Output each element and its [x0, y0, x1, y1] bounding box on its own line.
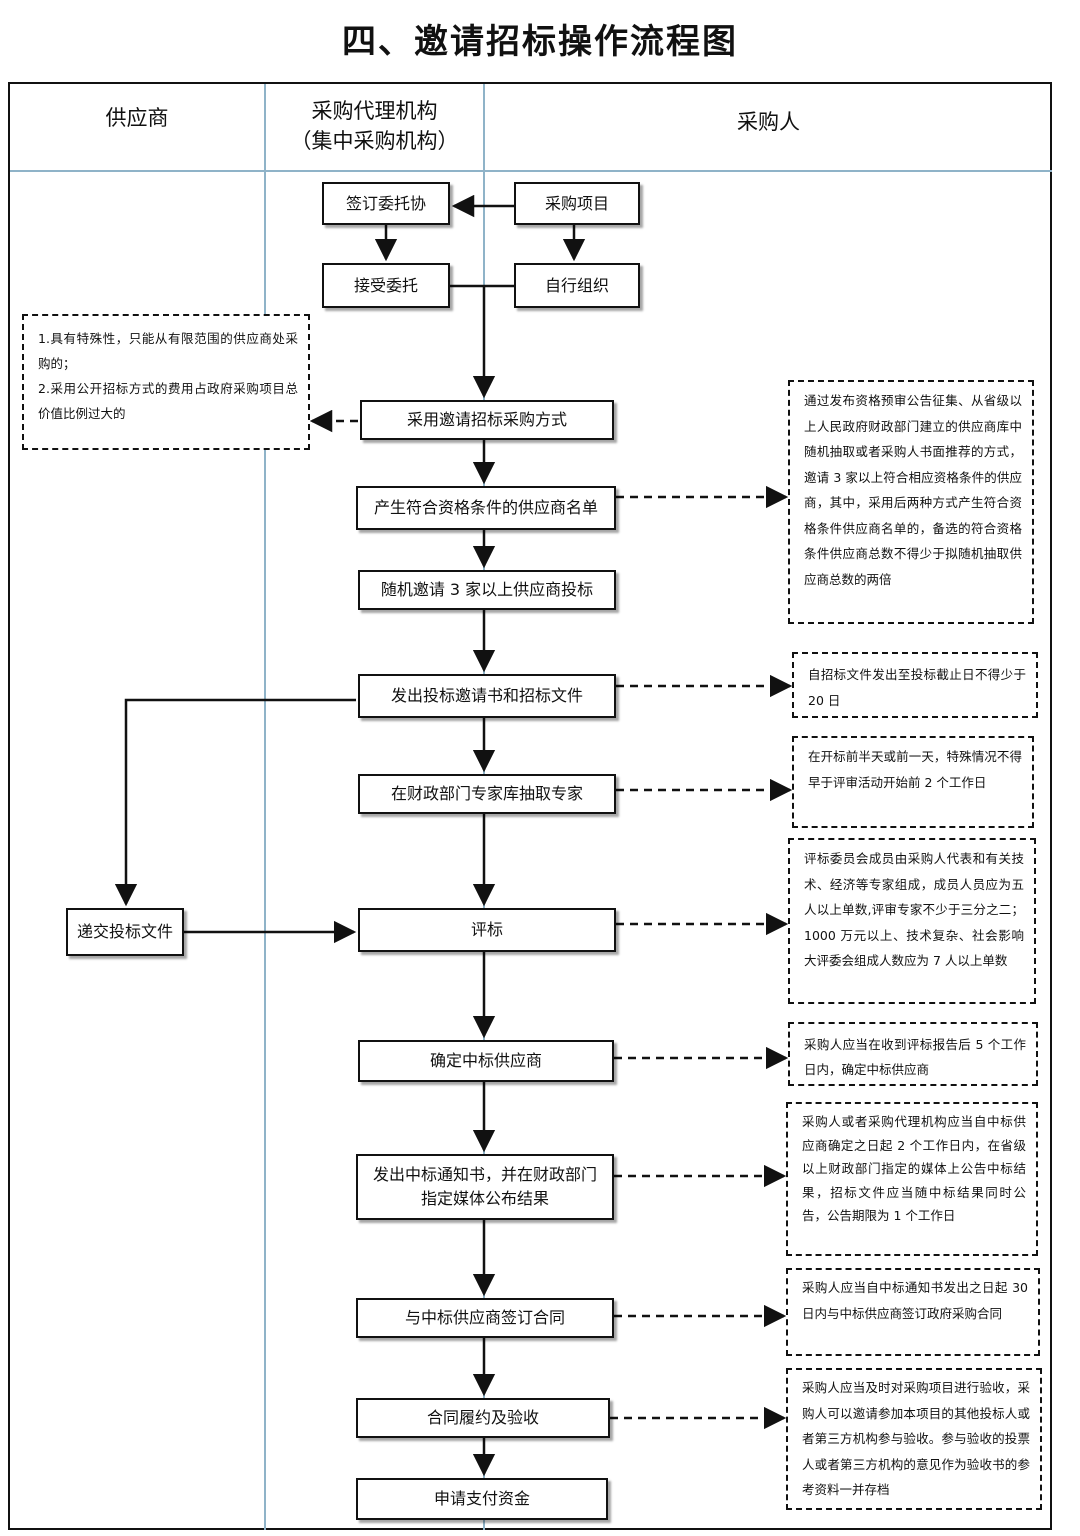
lane-header-agency-line1: 采购代理机构: [311, 99, 438, 123]
note-issue-invitation: 自招标文件发出至投标截止日不得少于 20 日: [792, 652, 1038, 718]
step-issue-notice-line2: 指定媒体公布结果: [420, 1189, 549, 1208]
step-procurement-project: 采购项目: [514, 182, 640, 225]
lane-header-supplier: 供应商: [105, 106, 169, 130]
lane-header-divider: [10, 170, 1052, 172]
step-issue-notice: 发出中标通知书，并在财政部门 指定媒体公布结果: [356, 1154, 614, 1220]
step-sign-contract: 与中标供应商签订合同: [356, 1298, 614, 1338]
step-extract-experts: 在财政部门专家库抽取专家: [358, 774, 616, 814]
note-extract-experts: 在开标前半天或前一天，特殊情况不得早于评审活动开始前 2 个工作日: [792, 736, 1034, 828]
note-issue-notice: 采购人或者采购代理机构应当自中标供应商确定之日起 2 个工作日内，在省级以上财政…: [786, 1102, 1038, 1256]
step-issue-invitation: 发出投标邀请书和招标文件: [358, 674, 616, 718]
arrow-issue-to-submit: [114, 698, 356, 907]
note-qualified-list: 通过发布资格预审公告征集、从省级以上人民政府财政部门建立的供应商库中随机抽取或者…: [788, 380, 1034, 624]
lane-header-agency-line2: （集中采购机构）: [290, 129, 459, 153]
step-determine-winner: 确定中标供应商: [358, 1040, 614, 1082]
lane-header-agency: 采购代理机构 （集中采购机构）: [266, 96, 483, 156]
note-performance: 采购人应当及时对采购项目进行验收，采购人可以邀请参加本项目的其他投标人或者第三方…: [786, 1368, 1042, 1510]
note-conditions-line1: 1.具有特殊性，只能从有限范围的供应商处采购的；: [38, 331, 298, 371]
step-adopt-invite: 采用邀请招标采购方式: [360, 400, 614, 440]
note-conditions-line2: 2.采用公开招标方式的费用占政府采购项目总价值比例过大的: [38, 381, 298, 421]
swimlane-frame: [8, 82, 1052, 1530]
lane-divider-left: [264, 84, 266, 1530]
step-evaluate: 评标: [358, 908, 616, 952]
step-issue-notice-line1: 发出中标通知书，并在财政部门: [372, 1165, 597, 1184]
lane-header-purchaser: 采购人: [737, 110, 800, 134]
note-determine-winner: 采购人应当在收到评标报告后 5 个工作日内，确定中标供应商: [788, 1022, 1038, 1086]
step-self-organize: 自行组织: [514, 263, 640, 308]
page-title: 四、邀请招标操作流程图: [342, 22, 738, 62]
step-sign-entrust: 签订委托协: [322, 182, 450, 225]
note-sign-contract: 采购人应当自中标通知书发出之日起 30 日内与中标供应商签订政府采购合同: [786, 1268, 1040, 1356]
note-conditions: 1.具有特殊性，只能从有限范围的供应商处采购的； 2.采用公开招标方式的费用占政…: [22, 314, 310, 450]
step-submit-bid: 递交投标文件: [66, 908, 184, 956]
step-qualified-list: 产生符合资格条件的供应商名单: [356, 486, 616, 530]
note-evaluate: 评标委员会成员由采购人代表和有关技术、经济等专家组成，成员人员应为五人以上单数,…: [788, 838, 1036, 1004]
step-random-invite: 随机邀请 3 家以上供应商投标: [358, 570, 616, 610]
step-performance: 合同履约及验收: [356, 1398, 610, 1438]
step-accept-entrust: 接受委托: [322, 263, 450, 308]
step-apply-payment: 申请支付资金: [356, 1478, 608, 1520]
